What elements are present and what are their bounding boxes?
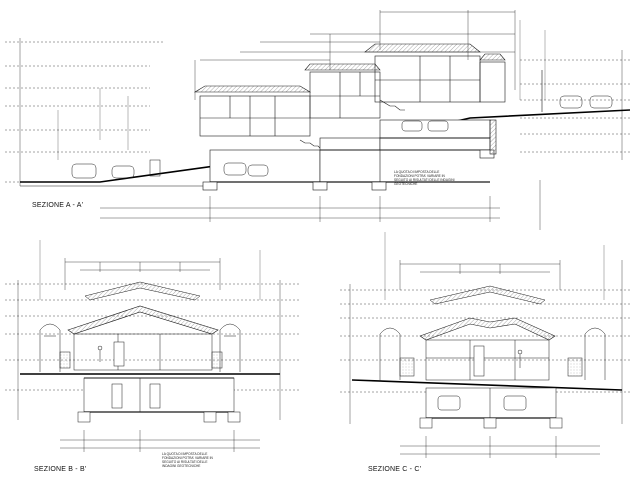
section-c [340,232,630,458]
ground-line-c [351,379,623,391]
title-section-c: SEZIONE C - C' [368,466,422,473]
bottom-dimensions-c [400,436,600,458]
title-section-a: SEZIONE A - A' [32,202,84,209]
level-markers-left-a [5,38,165,186]
top-dimensions-b [64,258,221,290]
level-markers-right-a [519,20,630,160]
level-markers-c [340,232,630,424]
foundation-note-a: LA QUOTA DI IMPOSTA DELLE FONDAZIONI POT… [394,170,455,186]
title-section-b: SEZIONE B - B' [34,466,87,473]
bottom-dimensions-a [100,180,541,230]
roof-c [429,285,546,305]
building-a [193,43,506,191]
foundation-note-b: LA QUOTA DI IMPOSTA DELLE FONDAZIONI POT… [162,452,213,468]
top-dimensions-c [399,260,561,290]
section-a [5,10,631,230]
car-icons-a [71,95,613,179]
roof-b [84,281,201,301]
bottom-dimensions-b [60,430,260,452]
section-b [5,240,300,452]
level-markers-b [5,240,300,420]
